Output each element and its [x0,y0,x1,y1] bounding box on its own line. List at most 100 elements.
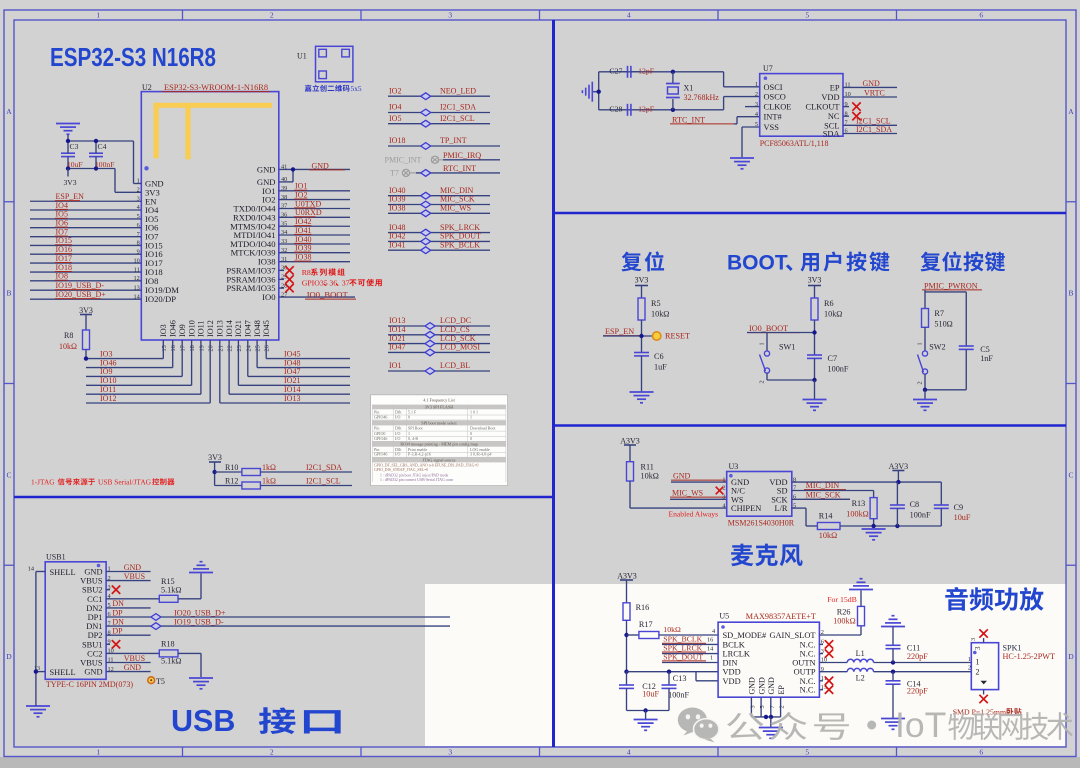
svg-text:C27: C27 [609,67,622,76]
svg-text:GND: GND [767,677,776,695]
svg-text:C6: C6 [654,352,664,361]
svg-text:ESP_EN: ESP_EN [605,327,634,336]
svg-text:2: 2 [968,665,971,672]
svg-text:PSRAM/IO37: PSRAM/IO37 [226,265,276,275]
svg-text:R18: R18 [161,640,175,649]
svg-text:IO14: IO14 [284,385,300,394]
svg-text:I2C1_SCL: I2C1_SCL [306,477,341,486]
svg-text:U0TXD: U0TXD [295,199,321,208]
svg-text:11: 11 [134,266,140,273]
svg-text:40: 40 [281,176,287,183]
svg-text:U3: U3 [729,462,739,471]
svg-text:IO2: IO2 [389,86,401,95]
svg-text:CC1: CC1 [87,595,102,604]
svg-text:GND: GND [257,177,276,187]
svg-text:I/O: I/O [395,452,400,457]
svg-text:3V3: 3V3 [79,306,93,315]
svg-text:36: 36 [329,279,337,288]
svg-text:OUTP: OUTP [794,668,816,677]
svg-text:Print enable: Print enable [408,447,427,452]
svg-text:14: 14 [707,646,714,653]
svg-text:SHELL: SHELL [50,568,76,577]
svg-text:I2C1_SCL: I2C1_SCL [856,117,891,126]
svg-text:RESET: RESET [665,332,690,341]
svg-text:DP: DP [112,608,123,617]
svg-text:C12: C12 [642,682,656,691]
svg-text:100kΩ: 100kΩ [846,510,868,519]
svg-text:GND: GND [124,563,142,572]
svg-text:16: 16 [707,636,713,643]
svg-text:SW1: SW1 [779,343,795,352]
svg-text:IO5: IO5 [145,214,158,224]
svg-text:IO16: IO16 [145,249,163,259]
svg-text:IO20/DP: IO20/DP [145,294,176,304]
svg-text:IO48: IO48 [389,223,405,232]
svg-text:IO1: IO1 [295,182,307,191]
svg-text:Dflt: Dflt [395,426,402,431]
svg-text:1kΩ: 1kΩ [262,477,276,486]
svg-text:IO21: IO21 [389,334,405,343]
svg-text:6: 6 [979,11,983,20]
svg-text:USB: USB [171,704,235,738]
svg-text:6: 6 [845,128,848,135]
svg-text:IoT: IoT [895,705,946,745]
svg-text:EP: EP [777,685,786,695]
svg-text:10: 10 [134,257,140,264]
svg-text:100nF: 100nF [828,365,849,374]
svg-text:IO38: IO38 [389,204,405,213]
svg-text:RXD0/IO43: RXD0/IO43 [233,212,276,222]
svg-text:R14: R14 [819,512,833,521]
svg-text:IO10: IO10 [100,376,116,385]
svg-text:IO38: IO38 [258,257,276,267]
svg-text:2: 2 [917,381,924,384]
svg-text:EP: EP [830,83,840,92]
svg-text:7: 7 [769,705,776,708]
svg-text:A: A [6,107,12,116]
svg-text:5: 5 [108,602,111,609]
svg-text:BCLK: BCLK [723,640,745,649]
svg-text:6: 6 [793,494,796,501]
svg-text:HC-1.25-2PWT: HC-1.25-2PWT [1003,652,1056,661]
svg-text:10: 10 [108,648,114,655]
svg-text:LCD_SCK: LCD_SCK [440,334,476,343]
svg-text:C9: C9 [954,503,964,512]
svg-text:N.C.: N.C. [800,650,816,659]
svg-text:7: 7 [793,485,796,492]
svg-text:C13: C13 [673,674,687,683]
svg-text:IO42: IO42 [295,217,311,226]
svg-text:IO18: IO18 [145,267,163,277]
svg-text:MTCK/IO39: MTCK/IO39 [231,248,276,258]
svg-text:SPK1: SPK1 [1003,643,1022,652]
svg-text:R26: R26 [837,608,851,617]
svg-text:2: 2 [759,380,766,383]
svg-text:IO4: IO4 [389,103,401,112]
svg-text:10kΩ: 10kΩ [824,310,842,319]
svg-text:IO18: IO18 [389,136,405,145]
svg-text:IO7: IO7 [56,228,68,237]
svg-text:NEO_LED: NEO_LED [440,86,476,95]
svg-text:A3V3: A3V3 [620,437,640,446]
svg-text:2: 2 [108,575,111,582]
svg-text:37: 37 [281,203,287,210]
svg-text:IO45: IO45 [284,349,300,358]
svg-text:IO11: IO11 [197,320,206,337]
svg-text:IO3: IO3 [100,349,112,358]
svg-text:SD: SD [777,487,788,496]
svg-text:VDD: VDD [723,677,741,686]
svg-text:3V3: 3V3 [63,178,76,187]
svg-text:Pin: Pin [374,426,379,431]
svg-text:IO17: IO17 [145,258,163,268]
svg-text:GND: GND [124,663,142,672]
svg-text:MIC_WS: MIC_WS [440,204,471,213]
svg-text:2: 2 [779,705,786,708]
svg-text:Dflt: Dflt [395,410,402,415]
svg-text:T5: T5 [156,677,165,686]
svg-text:Pin: Pin [374,410,379,415]
svg-text:10kΩ: 10kΩ [663,625,681,634]
svg-text:1: 1 [759,342,766,345]
svg-text:IO47: IO47 [389,343,405,352]
svg-text:30: 30 [281,265,287,272]
svg-text:GND: GND [757,677,766,695]
svg-text:SPK_LRCK: SPK_LRCK [663,643,702,652]
svg-text:2: 2 [722,485,725,492]
